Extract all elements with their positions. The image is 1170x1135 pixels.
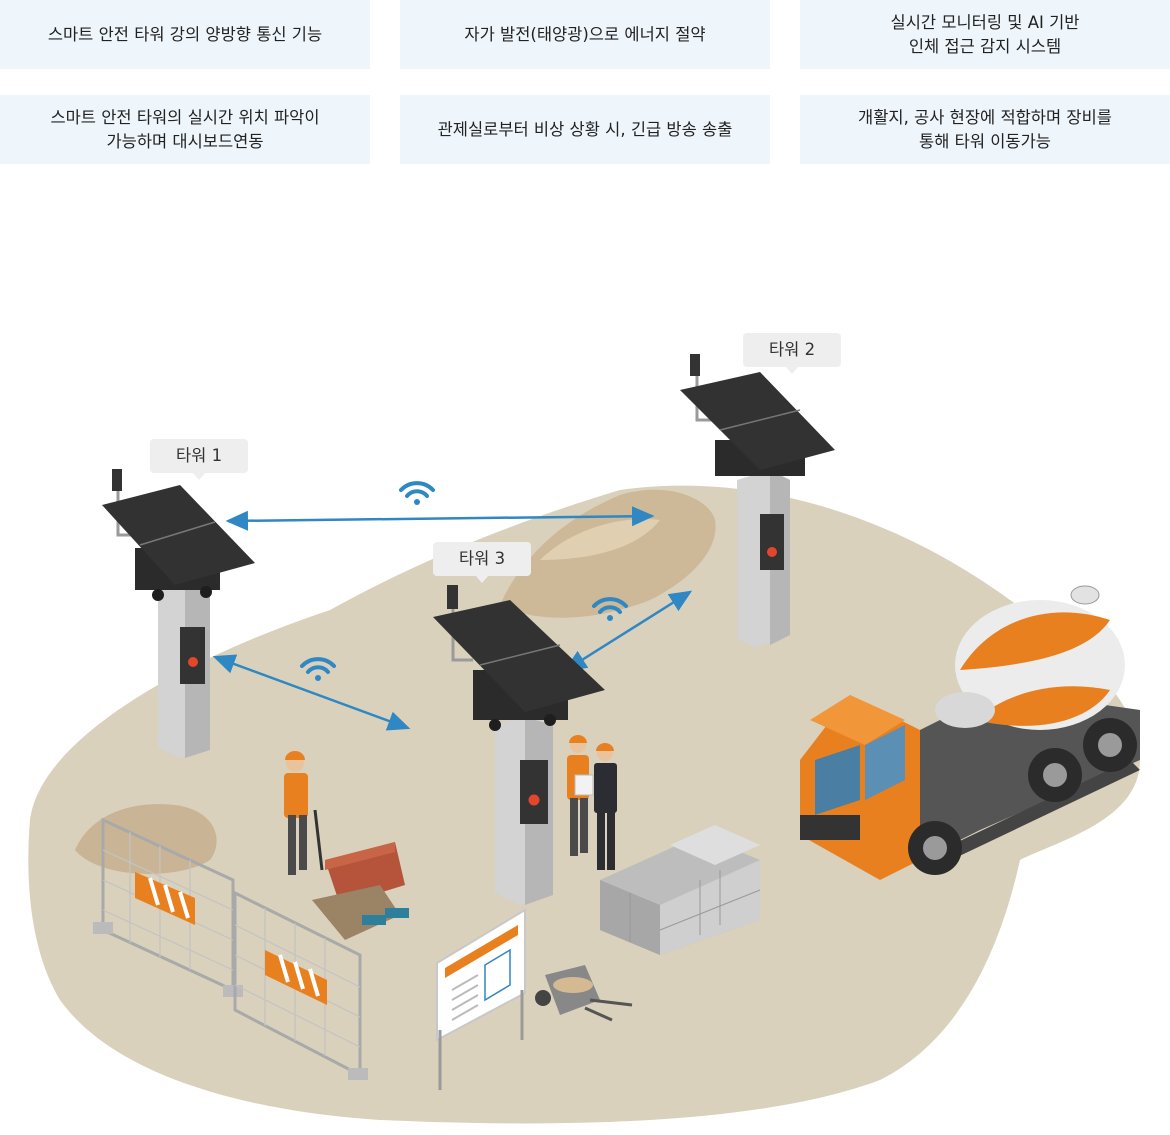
tower-2-label: 타워 2 [743,333,842,374]
feature-emergency-broadcast: 관제실로부터 비상 상황 시, 긴급 방송 송출 [400,95,770,164]
safety-fence-left [93,817,243,997]
construction-site-illustration: 타워 1 타워 2 타워 3 [0,250,1170,1135]
concrete-blocks [600,825,761,955]
feature-location-dashboard: 스마트 안전 타워의 실시간 위치 파악이 가능하며 대시보드연동 [0,95,370,164]
site-scene-svg [28,354,1141,1124]
worker-with-pallet-jack [284,751,409,940]
wifi-icon [592,597,628,621]
feature-ai-detection: 실시간 모니터링 및 AI 기반 인체 접근 감지 시스템 [800,0,1170,69]
tower-1-illustration [102,469,255,758]
tower-3-illustration [433,585,605,905]
feature-two-way-communication: 스마트 안전 타워 강의 양방향 통신 기능 [0,0,370,69]
feature-solar-power: 자가 발전(태양광)으로 에너지 절약 [400,0,770,69]
concrete-mixer-truck [800,585,1140,880]
wifi-icon [300,657,336,681]
signal-link-tower1-tower2 [225,506,655,531]
feature-grid: 스마트 안전 타워 강의 양방향 통신 기능 자가 발전(태양광)으로 에너지 … [0,0,1170,165]
wheelbarrow [535,965,633,1022]
safety-fence-right [233,890,368,1080]
tower-2-illustration [680,354,835,648]
wifi-icon [399,481,435,505]
feature-portable-tower: 개활지, 공사 현장에 적합하며 장비를 통해 타워 이동가능 [800,95,1170,164]
signal-link-tower3-tower2 [563,590,693,672]
tower-1-label: 타워 1 [150,439,249,480]
site-plan-board [436,908,526,1090]
signal-link-tower1-tower3 [212,654,411,731]
workers-with-plans [567,735,617,870]
tower-3-label: 타워 3 [433,542,532,583]
